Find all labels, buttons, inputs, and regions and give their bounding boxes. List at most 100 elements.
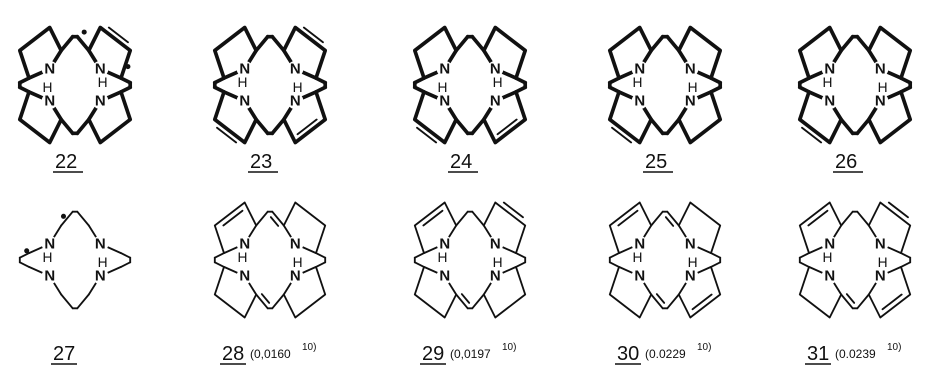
meso-bond-bl-v [60,293,74,310]
pyrrole-ring-tl [607,25,654,80]
meso-bond-bl-h [608,261,620,268]
pyrrole-ring-tl [608,201,653,255]
pyrrole-ring-tr [677,201,722,255]
meso-bond-tl-v [59,34,75,53]
hydrogen-atom-tl: H [632,250,642,265]
pyrrole-ring-bl [412,90,459,145]
meso-bond-br-h [120,261,132,268]
nitrogen-atom-tr: N [875,235,886,252]
nitrogen-atom-tl: N [439,235,450,252]
meso-bond-tr-v [470,34,486,53]
pyrrole-ring-bl [798,265,843,319]
radical-dot [125,64,131,70]
beta-double-bond-tr [502,201,524,219]
atom-mask [631,60,648,77]
compound-number: 27 [53,343,75,365]
meso-bond-br-h [900,261,912,268]
pyrrole-ring-bl [608,265,653,319]
pyrrole-ring-tr [281,25,328,80]
atom-mask [682,60,699,77]
nitrogen-atom-bl: N [439,93,450,110]
nitrogen-atom-bl: N [239,93,250,110]
meso-bond-tl-h [18,252,30,259]
beta-double-bond-tl [617,209,639,227]
pyrrole-ring-bl [413,265,458,319]
meso-bond-tl-v [60,210,74,227]
nitrogen-atom-br: N [875,93,886,110]
compound-number: 28 [222,343,244,365]
nitrogen-atom-tl: N [824,60,835,77]
pyrrole-ring-br [282,265,327,319]
atom-mask [682,235,699,252]
meso-bond-tl-v [454,34,470,53]
compound-label-24: 24 [448,151,478,173]
meso-bond-bl-v [254,117,270,136]
hydrogen-atom-bl: H [437,80,447,95]
meso-bond-tl-v [839,34,855,53]
atom-mask [236,93,253,110]
compound-number: 22 [55,151,77,173]
nitrogen-atom-tr: N [875,60,886,77]
atom-mask [872,60,889,77]
meso-bond-tl-v [455,210,469,227]
atom-mask [821,60,838,77]
nitrogen-atom-br: N [490,93,501,110]
pyrrole-ring-bl [797,90,844,145]
meso-bond-bl-h [213,261,225,268]
pyrrole-ring-tr [86,25,133,80]
nitrogen-atom-tl: N [239,60,250,77]
pyrrole-ring-br [867,265,912,319]
radical-dot [60,213,67,219]
atom-mask [872,235,889,252]
hydrogen-atom-tl: H [632,75,642,90]
atom-mask [41,93,58,110]
nitrogen-atom-br: N [95,93,106,110]
nitrogen-atom-tr: N [685,235,696,252]
nitrogen-atom-tr: N [685,60,696,77]
meso-bond-tl-h [798,252,810,259]
nitrogen-atom-br: N [95,268,106,285]
nitrogen-atom-bl: N [634,93,645,110]
atom-mask [287,235,304,252]
meso-double-bond-bl [655,293,666,304]
beta-double-bond-tl [222,209,244,227]
hydrogen-atom-br: H [98,255,108,270]
pyrrole-ring-br [482,265,527,319]
meso-bond-tl-v [254,34,270,53]
meso-bond-bl-v [650,293,664,310]
nitrogen-atom-bl: N [439,268,450,285]
meso-bond-bl-v [255,293,269,310]
shift-value: (0.0229 [645,347,686,361]
atom-mask [682,268,699,285]
meso-bond-bl-v [454,117,470,136]
meso-bond-br-v [666,293,680,310]
pyrrole-ring-br [86,90,133,145]
beta-double-bond-bl [416,126,438,144]
atom-mask [236,60,253,77]
atom-mask [92,268,109,285]
nitrogen-atom-tr: N [490,60,501,77]
compound-number: 23 [250,151,272,173]
pyrrole-ring-bl [607,90,654,145]
nitrogen-atom-br: N [685,268,696,285]
nitrogen-atom-tl: N [44,60,55,77]
meso-bond-tr-v [471,210,485,227]
atom-mask [92,235,109,252]
meso-double-bond-tr [269,216,280,227]
atom-mask [236,268,253,285]
pyrrole-ring-tr [676,25,723,80]
nitrogen-atom-tr: N [95,60,106,77]
meso-bond-bl-v [839,117,855,136]
pyrrole-ring-tl [797,25,844,80]
meso-bond-bl-v [59,117,75,136]
pyrrole-ring-bl [213,265,258,319]
nitrogen-atom-br: N [290,268,301,285]
pyrrole-ring-tl [213,201,258,255]
hydrogen-atom-br: H [293,255,303,270]
meso-bond-tr-v [76,210,90,227]
meso-bond-tr-v [665,34,681,53]
